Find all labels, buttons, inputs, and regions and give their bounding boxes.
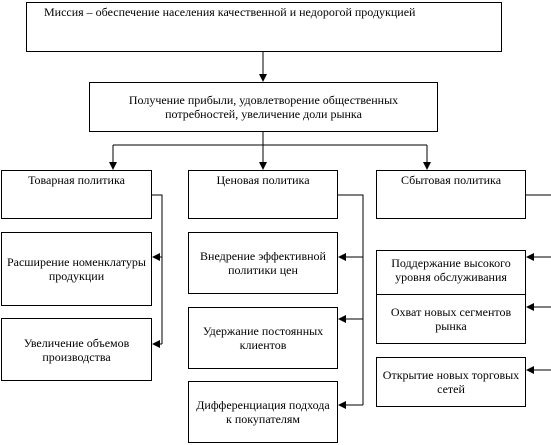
product-policy-title: Товарная политика	[28, 173, 125, 187]
product-item-2-text: Увеличение объемов производства	[23, 335, 130, 364]
price-policy-title: Ценовая политика	[216, 173, 310, 187]
sales-item-1: Поддержание высокого уровня обслуживания	[376, 250, 526, 296]
sales-item-2: Охват новых сегментов рынка	[376, 294, 526, 344]
product-item-1: Расширение номенклатуры продукции	[1, 232, 152, 306]
sales-policy-title: Сбытовая политика	[400, 173, 502, 187]
price-item-1-text: Внедрение эффективной политики цен	[200, 249, 326, 277]
goal-box: Получение прибыли, удовлетворение общест…	[89, 82, 438, 132]
product-item-1-text: Расширение номенклатуры продукции	[6, 255, 146, 283]
sales-item-2-text: Охват новых сегментов рынка	[390, 305, 512, 333]
sales-item-3-text: Открытие новых торговых сетей	[382, 368, 520, 396]
price-item-3: Дифференциация подхода к покупателям	[188, 381, 338, 443]
price-item-2: Удержание постоянных клиентов	[188, 307, 338, 369]
sales-item-1-text: Поддержание высокого уровня обслуживания	[391, 256, 511, 284]
product-item-2: Увеличение объемов производства	[1, 318, 152, 381]
mission-text: Миссия – обеспечение населения качествен…	[44, 5, 416, 19]
price-item-1: Внедрение эффективной политики цен	[188, 232, 338, 294]
sales-item-3: Открытие новых торговых сетей	[376, 357, 526, 407]
price-policy-box: Ценовая политика	[188, 170, 338, 219]
price-item-2-text: Удержание постоянных клиентов	[202, 324, 324, 352]
line-price-branch	[338, 194, 364, 405]
line-product-branch	[152, 194, 163, 344]
sales-policy-box: Сбытовая политика	[376, 170, 526, 219]
product-policy-box: Товарная политика	[1, 170, 152, 219]
price-item-3-text: Дифференциация подхода к покупателям	[196, 398, 330, 426]
mission-box: Миссия – обеспечение населения качествен…	[26, 2, 502, 52]
goal-text: Получение прибыли, удовлетворение общест…	[128, 93, 399, 121]
